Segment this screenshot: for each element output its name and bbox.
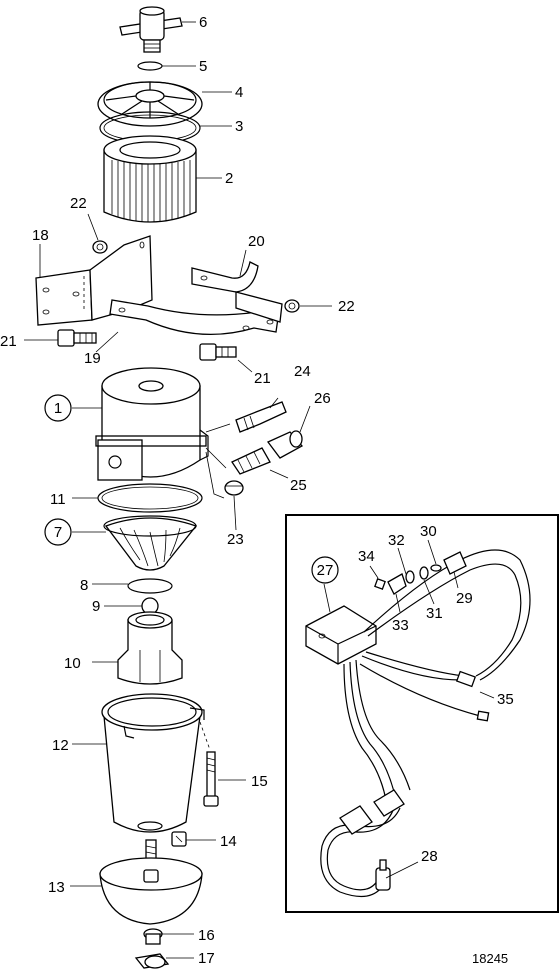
callout-14: 14 xyxy=(220,833,237,850)
callout-32: 32 xyxy=(388,532,405,549)
callout-13: 13 xyxy=(48,879,65,896)
callout-11: 11 xyxy=(50,491,66,508)
leader-fitting-guides xyxy=(205,423,231,499)
callout-15: 15 xyxy=(251,773,268,790)
inset-frame xyxy=(285,514,559,913)
part-28-sensor xyxy=(375,859,391,891)
callout-29: 29 xyxy=(456,590,473,607)
part-21-bolt-right xyxy=(199,343,237,361)
callout-22-left: 22 xyxy=(70,195,87,212)
callout-18: 18 xyxy=(32,227,49,244)
part-7-baffle-cone xyxy=(103,515,198,571)
callout-19: 19 xyxy=(84,350,101,367)
part-22-nut-left xyxy=(92,240,108,254)
leader-lines xyxy=(24,21,495,959)
part-20-clamp-strap xyxy=(191,261,283,331)
callout-4: 4 xyxy=(235,84,243,101)
wiring-harness xyxy=(320,549,531,898)
part-12-bowl xyxy=(101,693,205,833)
callout-21-right: 21 xyxy=(254,370,271,387)
part-1-filter-housing xyxy=(95,367,209,481)
callout-26: 26 xyxy=(314,390,331,407)
part-11-o-ring xyxy=(97,483,203,513)
callout-8: 8 xyxy=(80,577,88,594)
part-5-o-ring xyxy=(137,61,163,71)
callout-1: 1 xyxy=(54,400,62,417)
part-18-bracket xyxy=(35,235,153,326)
callout-22-right: 22 xyxy=(338,298,355,315)
callout-30: 30 xyxy=(420,523,437,540)
callout-16: 16 xyxy=(198,927,215,944)
part-27-control-unit xyxy=(305,605,377,665)
part-14-screw xyxy=(171,831,187,847)
callout-2: 2 xyxy=(225,170,233,187)
part-4-filter-cap xyxy=(97,81,203,127)
callout-24: 24 xyxy=(294,363,311,380)
part-24-fitting xyxy=(235,401,287,433)
part-22-nut-right xyxy=(284,299,300,313)
callout-12: 12 xyxy=(52,737,69,754)
part-21-bolt-left xyxy=(57,329,97,347)
part-17-drain-screw xyxy=(134,953,170,969)
callout-labels: 6 5 4 3 2 22 18 20 22 21 19 21 24 26 25 … xyxy=(0,14,514,967)
callout-27: 27 xyxy=(317,562,334,579)
callout-23: 23 xyxy=(227,531,244,548)
drawing-number: 18245 xyxy=(472,951,508,966)
wire-end-terminal xyxy=(476,710,490,722)
part-8-o-ring xyxy=(127,578,173,594)
callout-9: 9 xyxy=(92,598,100,615)
part-15-screw xyxy=(199,721,219,807)
callout-25: 25 xyxy=(290,477,307,494)
harness-connector-pair xyxy=(339,789,405,835)
part-35-connector xyxy=(455,670,477,688)
part-26-cap-fitting xyxy=(266,430,304,459)
part-10-valve-body xyxy=(117,611,183,685)
callout-35: 35 xyxy=(497,691,514,708)
parts-29-34-connector-set xyxy=(374,551,467,595)
callout-31: 31 xyxy=(426,605,443,622)
callout-1-circled: 1 xyxy=(44,394,72,422)
callout-7: 7 xyxy=(54,524,62,541)
callout-3: 3 xyxy=(235,118,243,135)
part-13-dome xyxy=(99,857,203,925)
callout-34: 34 xyxy=(358,548,375,565)
callout-10: 10 xyxy=(64,655,81,672)
callout-17: 17 xyxy=(198,950,215,967)
callout-6: 6 xyxy=(199,14,207,31)
callout-5: 5 xyxy=(199,58,207,75)
callout-20: 20 xyxy=(248,233,265,250)
callout-33: 33 xyxy=(392,617,409,634)
part-19-clamp-strap xyxy=(109,299,279,335)
callout-21-left: 21 xyxy=(0,333,17,350)
callout-28: 28 xyxy=(421,848,438,865)
callout-27-circled: 27 xyxy=(311,556,339,584)
part-2-filter-element xyxy=(103,135,197,223)
callout-7-circled: 7 xyxy=(44,518,72,546)
part-23-plug xyxy=(224,480,244,496)
part-16-washer xyxy=(143,928,163,945)
part-25-fitting xyxy=(231,447,271,475)
part-6-t-handle xyxy=(119,6,183,53)
